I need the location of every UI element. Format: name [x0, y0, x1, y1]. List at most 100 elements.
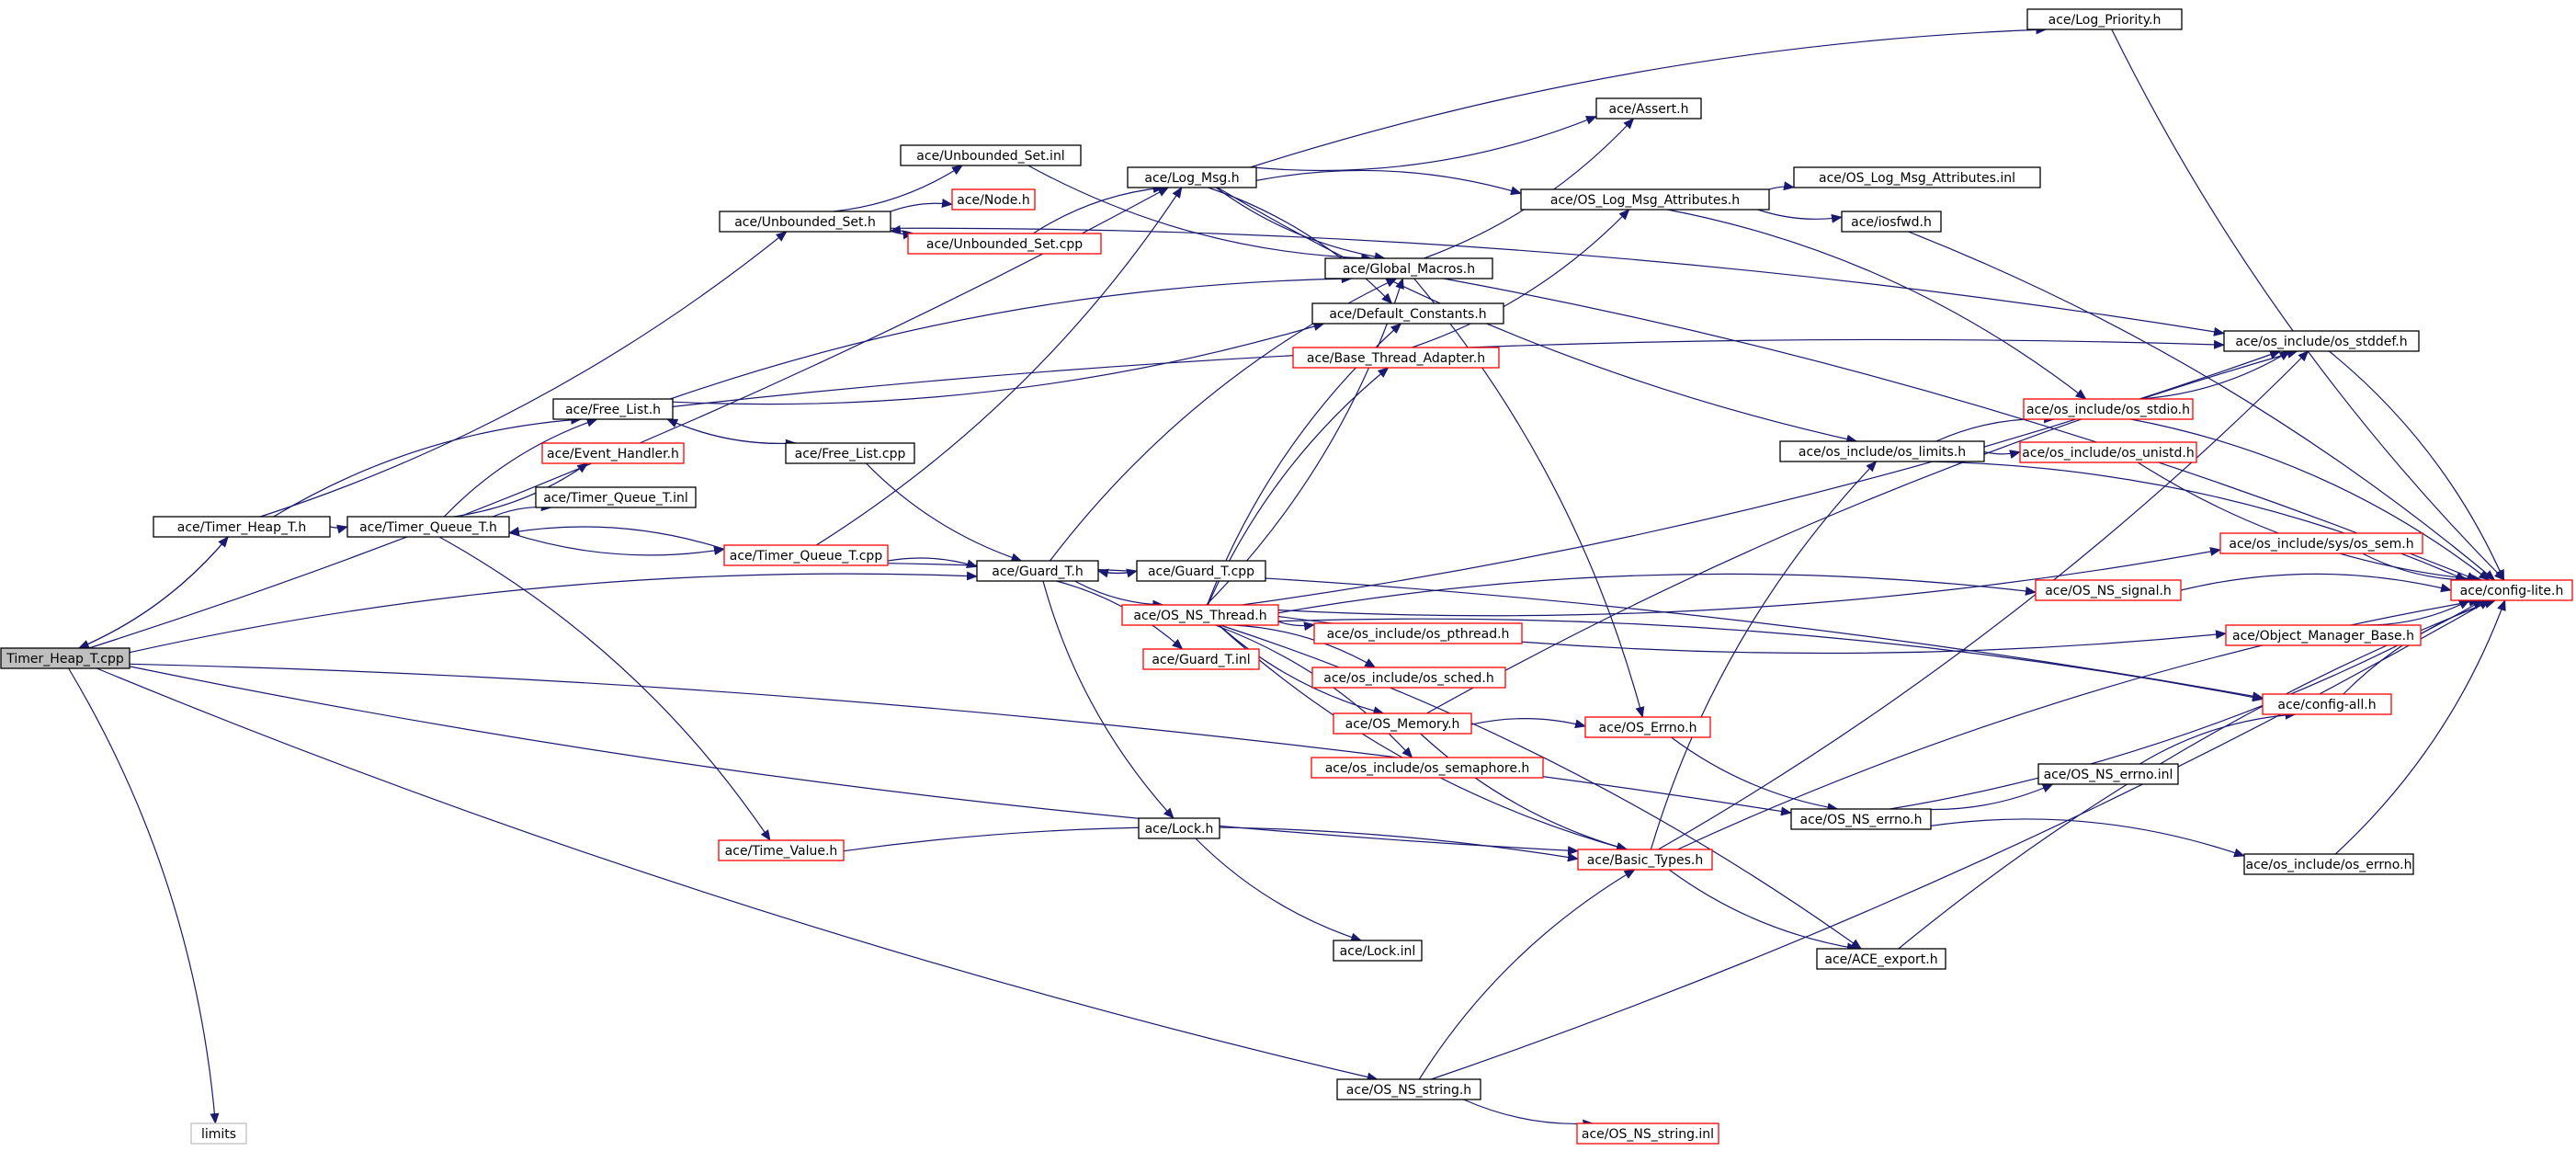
node-unbounded-set-inl[interactable]: ace/Unbounded_Set.inl [900, 144, 1082, 166]
node-object-manager-base-h[interactable]: ace/Object_Manager_Base.h [2225, 624, 2422, 646]
node-box[interactable] [719, 211, 891, 233]
node-os-ns-signal-h[interactable]: ace/OS_NS_signal.h [2035, 579, 2182, 601]
node-ace-export-h[interactable]: ace/ACE_export.h [1816, 948, 1946, 970]
node-box[interactable] [2019, 441, 2197, 463]
node-event-handler-h[interactable]: ace/Event_Handler.h [541, 442, 685, 464]
node-os-stdio-h[interactable]: ace/os_include/os_stdio.h [2023, 398, 2194, 420]
node-box[interactable] [1313, 622, 1523, 644]
node-lock-inl[interactable]: ace/Lock.inl [1333, 940, 1423, 962]
node-box[interactable] [1841, 211, 1942, 233]
node-os-log-msg-attr-h[interactable]: ace/OS_Log_Msg_Attributes.h [1520, 188, 1770, 211]
node-box[interactable] [1292, 347, 1500, 369]
node-box[interactable] [153, 516, 331, 538]
node-box[interactable] [190, 1123, 247, 1145]
node-config-all-h[interactable]: ace/config-all.h [2262, 693, 2392, 715]
node-box[interactable] [535, 486, 697, 508]
node-unbounded-set-h[interactable]: ace/Unbounded_Set.h [719, 211, 891, 233]
node-box[interactable] [1333, 940, 1423, 962]
node-box[interactable] [2225, 624, 2422, 646]
node-os-limits-h[interactable]: ace/os_include/os_limits.h [1779, 440, 1985, 462]
node-log-priority-h[interactable]: ace/Log_Priority.h [2026, 8, 2183, 30]
node-os-pthread-h[interactable]: ace/os_include/os_pthread.h [1313, 622, 1523, 644]
node-box[interactable] [1779, 440, 1985, 462]
node-global-macros-h[interactable]: ace/Global_Macros.h [1324, 257, 1493, 279]
node-box[interactable] [1584, 716, 1711, 738]
node-box[interactable] [2037, 763, 2179, 785]
node-os-sched-h[interactable]: ace/os_include/os_sched.h [1311, 667, 1506, 689]
node-default-constants-h[interactable]: ace/Default_Constants.h [1311, 302, 1504, 325]
node-box[interactable] [1311, 757, 1544, 779]
node-box[interactable] [2223, 330, 2420, 352]
node-limits[interactable]: limits [190, 1123, 247, 1145]
node-box[interactable] [1577, 849, 1713, 871]
node-box[interactable] [1138, 817, 1220, 839]
node-guard-h[interactable]: ace/Guard_T.h [976, 560, 1099, 582]
node-timer-queue-cpp[interactable]: ace/Timer_Queue_T.cpp [723, 544, 889, 566]
node-box[interactable] [346, 516, 510, 538]
node-box[interactable] [1311, 302, 1504, 325]
node-os-ns-string-inl[interactable]: ace/OS_NS_string.inl [1576, 1123, 1719, 1145]
node-guard-cpp[interactable]: ace/Guard_T.cpp [1136, 560, 1266, 582]
node-box[interactable] [2243, 853, 2414, 875]
node-os-ns-string-h[interactable]: ace/OS_NS_string.h [1336, 1078, 1481, 1100]
node-timer-queue-h[interactable]: ace/Timer_Queue_T.h [346, 516, 510, 538]
node-box[interactable] [907, 233, 1102, 255]
node-root[interactable]: Timer_Heap_T.cpp [0, 647, 131, 669]
node-base-thread-adapter-h[interactable]: ace/Base_Thread_Adapter.h [1292, 347, 1500, 369]
node-os-memory-h[interactable]: ace/OS_Memory.h [1333, 712, 1472, 735]
node-box[interactable] [2219, 532, 2423, 554]
node-box[interactable] [1136, 560, 1266, 582]
node-box[interactable] [1336, 1078, 1481, 1100]
node-os-include-errno-h[interactable]: ace/os_include/os_errno.h [2243, 853, 2414, 875]
node-iosfwd-h[interactable]: ace/iosfwd.h [1841, 211, 1942, 233]
node-free-list-cpp[interactable]: ace/Free_List.cpp [785, 442, 915, 464]
node-unbounded-set-cpp[interactable]: ace/Unbounded_Set.cpp [907, 233, 1102, 255]
node-box[interactable] [1311, 667, 1506, 689]
node-box[interactable] [552, 398, 674, 420]
node-node-h[interactable]: ace/Node.h [951, 188, 1036, 211]
node-time-value-h[interactable]: ace/Time_Value.h [718, 839, 845, 861]
node-os-stddef-h[interactable]: ace/os_include/os_stddef.h [2223, 330, 2420, 352]
node-os-ns-thread-h[interactable]: ace/OS_NS_Thread.h [1121, 604, 1279, 626]
node-timer-heap-h[interactable]: ace/Timer_Heap_T.h [153, 516, 331, 538]
node-box[interactable] [2450, 579, 2573, 601]
node-box[interactable] [2035, 579, 2182, 601]
node-basic-types-h[interactable]: ace/Basic_Types.h [1577, 849, 1713, 871]
node-box[interactable] [1576, 1123, 1719, 1145]
node-box[interactable] [951, 188, 1036, 211]
node-box[interactable] [1121, 604, 1279, 626]
node-os-unistd-h[interactable]: ace/os_include/os_unistd.h [2019, 441, 2197, 463]
node-box[interactable] [1790, 808, 1932, 830]
node-box[interactable] [1595, 97, 1702, 120]
node-box[interactable] [723, 544, 889, 566]
node-box[interactable] [1142, 648, 1260, 670]
node-timer-queue-inl[interactable]: ace/Timer_Queue_T.inl [535, 486, 697, 508]
node-os-log-msg-attr-inl[interactable]: ace/OS_Log_Msg_Attributes.inl [1793, 166, 2041, 188]
node-box[interactable] [718, 839, 845, 861]
node-box[interactable] [1333, 712, 1472, 735]
node-free-list-h[interactable]: ace/Free_List.h [552, 398, 674, 420]
node-box[interactable] [900, 144, 1082, 166]
node-os-semaphore-h[interactable]: ace/os_include/os_semaphore.h [1311, 757, 1544, 779]
node-os-sem-h[interactable]: ace/os_include/sys/os_sem.h [2219, 532, 2423, 554]
node-os-ns-errno-h[interactable]: ace/OS_NS_errno.h [1790, 808, 1932, 830]
node-box[interactable] [1520, 188, 1770, 211]
node-box[interactable] [541, 442, 685, 464]
node-box[interactable] [1127, 166, 1257, 188]
node-box[interactable] [1793, 166, 2041, 188]
node-assert-h[interactable]: ace/Assert.h [1595, 97, 1702, 120]
node-box[interactable] [2023, 398, 2194, 420]
node-box[interactable] [2262, 693, 2392, 715]
node-box[interactable] [2026, 8, 2183, 30]
node-os-ns-errno-inl[interactable]: ace/OS_NS_errno.inl [2037, 763, 2179, 785]
node-lock-h[interactable]: ace/Lock.h [1138, 817, 1220, 839]
node-log-msg-h[interactable]: ace/Log_Msg.h [1127, 166, 1257, 188]
node-guard-inl[interactable]: ace/Guard_T.inl [1142, 648, 1260, 670]
node-config-lite-h[interactable]: ace/config-lite.h [2450, 579, 2573, 601]
node-box[interactable] [976, 560, 1099, 582]
node-box[interactable] [1324, 257, 1493, 279]
node-os-errno-h[interactable]: ace/OS_Errno.h [1584, 716, 1711, 738]
node-box[interactable] [0, 647, 131, 669]
node-box[interactable] [1816, 948, 1946, 970]
node-box[interactable] [785, 442, 915, 464]
